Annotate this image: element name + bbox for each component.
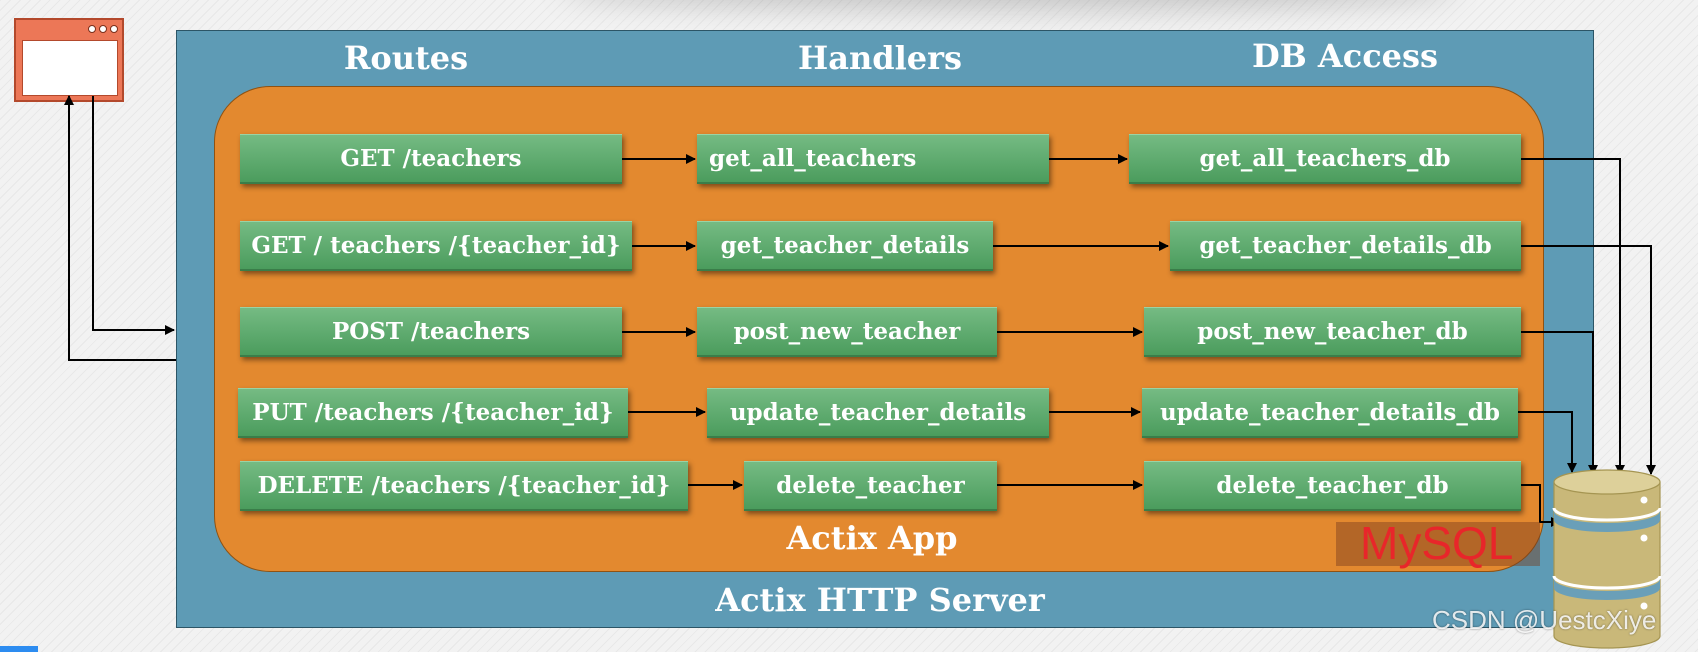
route-box: GET / teachers /{teacher_id} [240, 221, 632, 271]
handler-box: get_teacher_details [697, 221, 993, 271]
db-function-box: update_teacher_details_db [1142, 388, 1518, 438]
progress-indicator [0, 646, 38, 652]
handler-box: delete_teacher [744, 461, 997, 511]
db-to-database-arrow [1521, 484, 1561, 527]
window-dot-icon [88, 25, 96, 33]
watermark-text: CSDN @UestcXiye [1432, 605, 1657, 635]
db-to-database-arrow [1521, 158, 1625, 475]
window-dot-icon [110, 25, 118, 33]
route-box: GET /teachers [240, 134, 622, 184]
db-to-database-arrow [1518, 411, 1577, 473]
db-function-box: get_teacher_details_db [1170, 221, 1521, 271]
route-box: POST /teachers [240, 307, 622, 357]
routes-column-title: Routes [343, 39, 469, 77]
browser-window-icon [14, 18, 124, 102]
response-arrow [64, 95, 176, 361]
request-arrow [92, 96, 175, 335]
handler-box: update_teacher_details [707, 388, 1049, 438]
db-to-database-arrow [1521, 245, 1656, 475]
handler-box: post_new_teacher [697, 307, 997, 357]
handler-box: get_all_teachers [697, 134, 1049, 184]
mysql-label: MySQL [1360, 517, 1514, 569]
db-function-box: post_new_teacher_db [1144, 307, 1521, 357]
handlers-column-title: Handlers [798, 39, 962, 77]
route-box: DELETE /teachers /{teacher_id} [240, 461, 688, 511]
actix-http-server-label: Actix HTTP Server [715, 581, 1045, 619]
db-to-database-arrow [1521, 331, 1598, 475]
db-access-column-title: DB Access [1251, 37, 1439, 75]
top-shadow-decoration [560, 0, 1460, 10]
route-box: PUT /teachers /{teacher_id} [238, 388, 628, 438]
actix-app-label: Actix App [786, 519, 958, 557]
db-function-box: delete_teacher_db [1144, 461, 1521, 511]
db-function-box: get_all_teachers_db [1129, 134, 1521, 184]
database-cylinder-icon [1552, 469, 1662, 649]
mysql-label-background [1336, 522, 1540, 566]
window-dot-icon [99, 25, 107, 33]
